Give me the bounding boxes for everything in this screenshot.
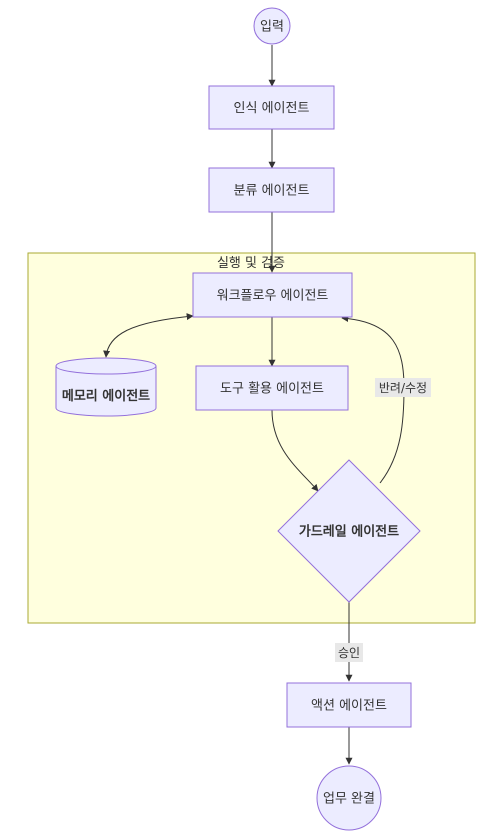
node-memory: 메모리 에이전트 — [55, 357, 157, 417]
done-label: 업무 완결 — [323, 792, 375, 807]
node-guardrail: 가드레일 에이전트 — [277, 459, 421, 603]
edge-label-approve-bg — [335, 643, 363, 662]
workflow-label: 워크플로우 에이전트 — [217, 289, 329, 304]
classification-label: 분류 에이전트 — [234, 184, 310, 199]
node-action: 액션 에이전트 — [286, 682, 412, 728]
recognition-box — [208, 85, 335, 130]
node-workflow: 워크플로우 에이전트 — [192, 272, 353, 318]
edge-label-reject: 반려/수정 — [375, 378, 431, 397]
edge-label-approve: 승인 — [335, 643, 363, 662]
edge-tool-to-guardrail — [271, 409, 319, 492]
cluster-title: 실행 및 검증 — [217, 255, 285, 271]
action-label: 액션 에이전트 — [311, 699, 387, 714]
node-input: 입력 — [253, 7, 291, 45]
workflow-box — [192, 272, 353, 318]
memory-cylinder-body — [55, 366, 157, 417]
tool-box — [195, 365, 349, 411]
input-circle — [253, 7, 291, 45]
edge-label-reject-bg — [375, 378, 431, 397]
node-recognition: 인식 에이전트 — [208, 85, 335, 130]
guardrail-diamond — [277, 459, 421, 603]
edge-label-approve-text: 승인 — [338, 646, 360, 660]
node-tool: 도구 활용 에이전트 — [195, 365, 349, 411]
edge-workflow-memory — [103, 313, 194, 358]
action-box — [286, 682, 412, 728]
done-circle — [316, 765, 382, 831]
memory-label: 메모리 에이전트 — [62, 388, 150, 404]
node-classification: 분류 에이전트 — [208, 167, 335, 213]
tool-label: 도구 활용 에이전트 — [220, 382, 324, 397]
classification-box — [208, 167, 335, 213]
edge-label-reject-text: 반려/수정 — [379, 381, 427, 395]
guardrail-label: 가드레일 에이전트 — [299, 524, 399, 540]
memory-cylinder-top — [55, 357, 157, 375]
node-done: 업무 완결 — [316, 765, 382, 831]
input-label: 입력 — [260, 20, 284, 35]
recognition-label: 인식 에이전트 — [234, 101, 310, 116]
